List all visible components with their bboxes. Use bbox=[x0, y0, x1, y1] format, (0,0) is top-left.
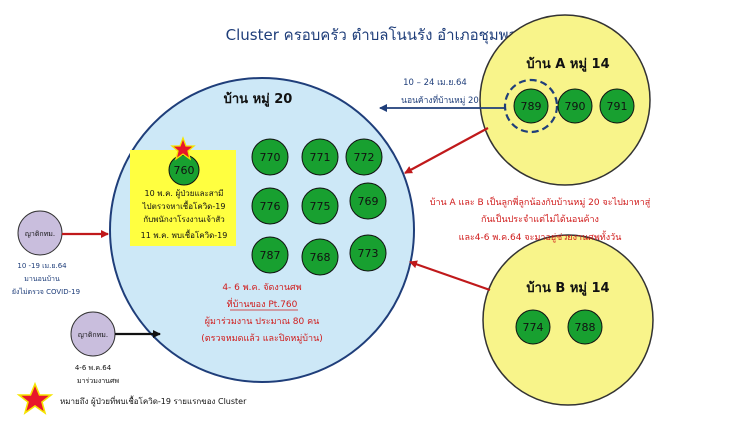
person-node bbox=[345, 138, 383, 176]
legend-star-icon bbox=[16, 381, 54, 415]
person-node-label: 772 bbox=[354, 151, 375, 164]
relationship-note-line: บ้าน A และ B เป็นลูกพี่ลูกน้องกับบ้านหมู… bbox=[430, 195, 651, 208]
person-node bbox=[251, 187, 289, 225]
relative-1-note-line: 10 -19 เม.ย.64 bbox=[17, 262, 67, 270]
relative-2-label: ญาติกทม. bbox=[78, 331, 108, 339]
relative-1-note-line: มานอนบ้าน bbox=[24, 275, 60, 283]
relative-1-note-line: ยังไม่ตรวจ COVID-19 bbox=[12, 287, 80, 296]
person-node bbox=[599, 88, 635, 124]
diagram-title: Cluster ครอบครัว ตำบลโนนรัง อำเภอชุมพวง bbox=[226, 26, 525, 45]
funeral-note-line: 4- 6 พ.ค. จัดงานศพ bbox=[222, 283, 301, 293]
person-node-label: 776 bbox=[260, 200, 281, 213]
funeral-note-line: (ตรวจหมดแล้ว และปิดหมู่บ้าน) bbox=[201, 333, 322, 344]
funeral-note-line: ที่บ้านของ Pt.760 bbox=[227, 297, 298, 310]
relationship-note-line: กันเป็นประจำแต่ไม่ได้นอนค้าง bbox=[481, 212, 599, 225]
person-node-label: 774 bbox=[523, 321, 544, 334]
main-house-nodes: 770 771 772 776 775 769 787 768 773 bbox=[251, 138, 387, 276]
relative-1-label: ญาติกทม. bbox=[25, 230, 55, 238]
index-case-line: 10 พ.ค. ผู้ป่วยและสามี bbox=[145, 189, 224, 199]
person-node bbox=[513, 88, 549, 124]
person-node-label: 773 bbox=[358, 247, 379, 260]
person-node-label: 789 bbox=[521, 100, 542, 113]
house-b-visit-arrow bbox=[409, 260, 491, 292]
relative-2-note-line: 4-6 พ.ค.64 bbox=[75, 364, 112, 372]
person-node bbox=[251, 236, 289, 274]
main-house-label: บ้าน หมู่ 20 bbox=[224, 91, 293, 107]
index-case-line: ไปตรวจหาเชื้อโควิด-19 bbox=[142, 200, 226, 211]
person-node bbox=[301, 238, 339, 276]
person-node-label: 790 bbox=[565, 100, 586, 113]
index-case-node-label: 760 bbox=[174, 164, 195, 177]
index-case-line: 11 พ.ค. พบเชื้อโควิด-19 bbox=[141, 229, 228, 240]
person-node bbox=[301, 138, 339, 176]
person-node bbox=[251, 138, 289, 176]
person-node-label: 768 bbox=[310, 251, 331, 264]
index-case-star-icon bbox=[170, 136, 196, 161]
person-node bbox=[515, 309, 551, 345]
overnight-highlight-ring bbox=[503, 78, 559, 134]
house-a-note-line: 10 – 24 เม.ย.64 bbox=[403, 78, 467, 88]
person-node bbox=[567, 309, 603, 345]
funeral-note-line: ผู้มาร่วมงาน ประมาณ 80 คน bbox=[205, 316, 320, 327]
house-a-visit-arrow bbox=[404, 127, 489, 174]
legend-text: หมายถึง ผู้ป่วยที่พบเชื้อโควิด-19 รายแรก… bbox=[60, 395, 247, 407]
house-b-circle bbox=[482, 234, 654, 406]
relative-2-note-line: มาร่วมงานศพ bbox=[77, 377, 119, 385]
house-a-label: บ้าน A หมู่ 14 bbox=[526, 56, 609, 72]
relationship-note-line: และ4-6 พ.ค.64 จะมาอยู่ช่วยงานศพทั้งวัน bbox=[459, 230, 622, 243]
house-a-note-line: นอนค้างที่บ้านหมู่ 20 bbox=[401, 94, 479, 106]
person-node bbox=[301, 187, 339, 225]
person-node-label: 791 bbox=[607, 100, 628, 113]
person-node-label: 788 bbox=[575, 321, 596, 334]
person-node bbox=[349, 182, 387, 220]
person-node-label: 787 bbox=[260, 249, 281, 262]
person-node-label: 769 bbox=[358, 195, 379, 208]
person-node-label: 770 bbox=[260, 151, 281, 164]
index-case-line: กับพนักงาโรงงานเจ้าสัว bbox=[143, 214, 225, 224]
person-node-label: 771 bbox=[310, 151, 331, 164]
person-node bbox=[557, 88, 593, 124]
person-node bbox=[349, 234, 387, 272]
house-b-label: บ้าน B หมู่ 14 bbox=[526, 280, 609, 296]
person-node-label: 775 bbox=[310, 200, 331, 213]
